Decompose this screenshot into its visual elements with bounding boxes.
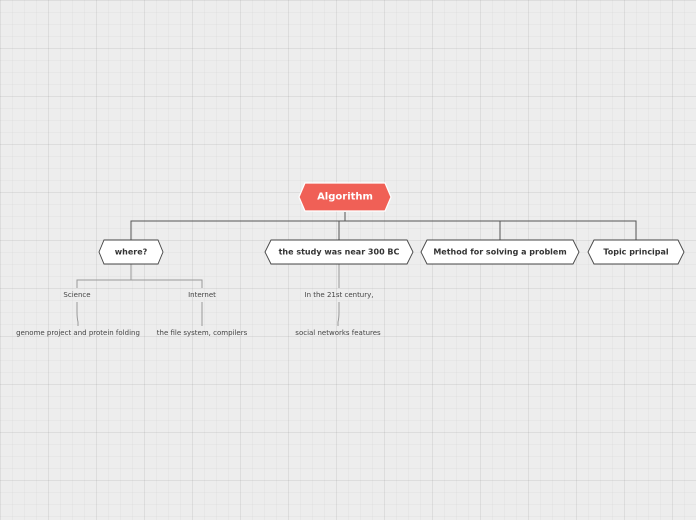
subtopic-social-networks[interactable]: social networks features	[295, 329, 381, 337]
branch-node-method-shape[interactable]	[420, 239, 580, 265]
subtopic-file-system[interactable]: the file system, compilers	[156, 329, 248, 337]
subtopic-21st-century[interactable]: In the 21st century,	[304, 291, 374, 299]
subtopic-internet[interactable]: Internet	[188, 291, 216, 299]
branch-node-topic-shape[interactable]	[587, 239, 685, 265]
connector-root-to-where	[130, 212, 346, 241]
subtopic-science[interactable]: Science	[63, 291, 91, 299]
subtopic-genome-project[interactable]: genome project and protein folding	[16, 329, 140, 337]
connector-where-to-internet	[130, 264, 203, 288]
connector-century-to-social	[337, 302, 340, 326]
connector-where-to-science	[76, 264, 132, 288]
root-node-shape[interactable]	[298, 182, 392, 212]
branch-node-where-shape[interactable]	[98, 239, 164, 265]
branch-node-study-shape[interactable]	[264, 239, 414, 265]
connector-root-to-study	[338, 212, 346, 241]
connector-root-to-topic	[344, 212, 637, 241]
connector-science-to-genome	[76, 302, 79, 326]
connector-root-to-method	[344, 212, 501, 241]
connectors	[76, 212, 637, 326]
